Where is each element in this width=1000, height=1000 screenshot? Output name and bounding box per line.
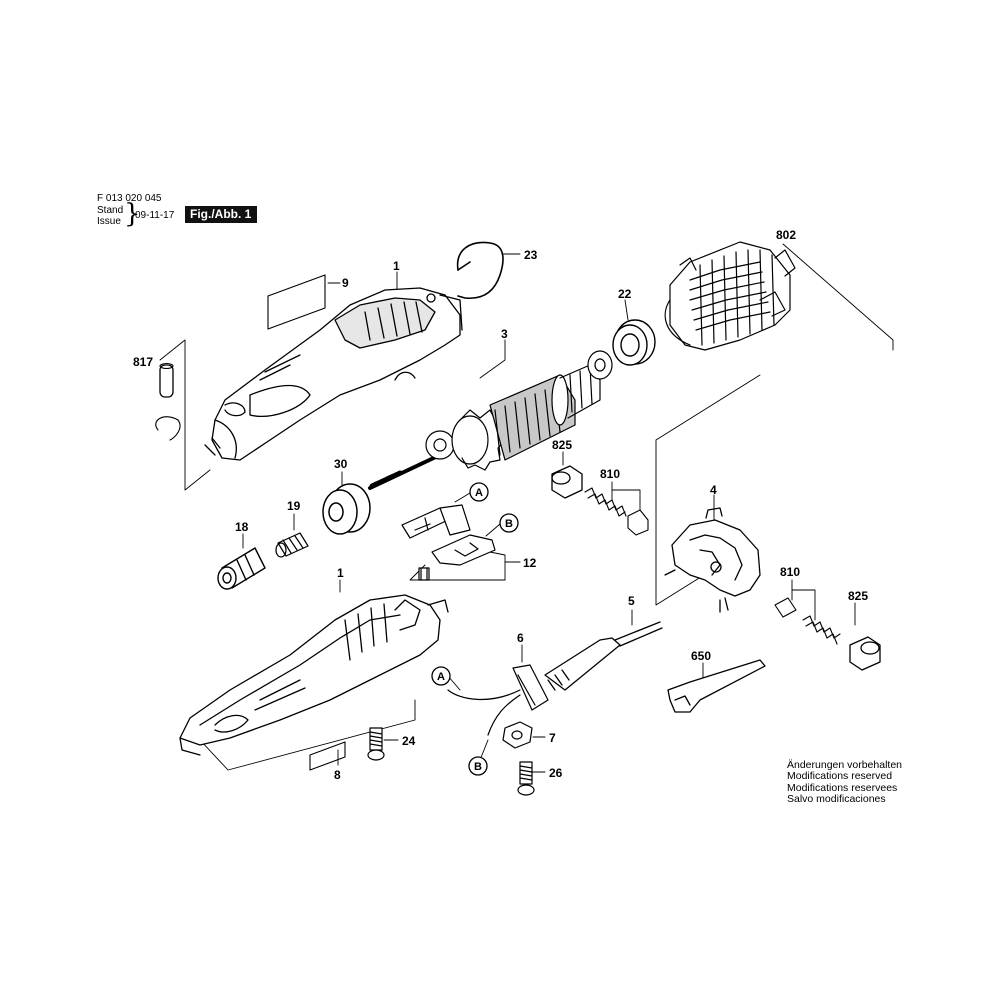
label-23: 23 — [524, 248, 538, 262]
label-8: 8 — [334, 768, 341, 782]
modification-notes: Änderungen vorbehalten Modifications res… — [787, 759, 903, 806]
spring-brush-bottom-part — [774, 597, 841, 645]
nameplate-label-part — [267, 274, 326, 330]
label-4: 4 — [710, 483, 717, 497]
callout-b-bottom-text: B — [474, 761, 482, 773]
lower-housing-part — [179, 594, 449, 756]
label-30: 30 — [334, 457, 348, 471]
brush-cap-top-part — [551, 465, 583, 499]
label-810-bottom: 810 — [780, 565, 800, 579]
power-cord-part — [544, 621, 663, 691]
label-24: 24 — [402, 734, 416, 748]
callout-a-top-text: A — [475, 487, 483, 499]
label-810-top: 810 — [600, 467, 620, 481]
label-802: 802 — [776, 228, 796, 242]
note-spanish: Salvo modificaciones — [787, 793, 886, 806]
label-1-bottom: 1 — [337, 566, 344, 580]
collet-nut-part — [217, 547, 266, 590]
note-english: Modifications reserved — [787, 770, 893, 783]
issue-date: 09-11-17 — [135, 210, 175, 221]
bearing-ring-part — [322, 483, 371, 535]
label-825-top: 825 — [552, 438, 572, 452]
callout-a-bottom: A — [431, 666, 451, 686]
armature-part — [368, 350, 613, 490]
brush-cap-bottom-part — [849, 636, 881, 671]
callout-a-top: A — [469, 482, 489, 502]
label-825-bottom: 825 — [848, 589, 868, 603]
wire-clip-part — [456, 241, 504, 300]
brush-clip-a-part — [401, 504, 471, 539]
screw-26-part — [517, 761, 535, 796]
leader-lines — [159, 243, 894, 773]
label-3: 3 — [501, 327, 508, 341]
label-12: 12 — [523, 556, 537, 570]
callout-b-top-text: B — [505, 518, 513, 530]
label-26: 26 — [549, 766, 563, 780]
upper-housing-part — [204, 287, 463, 461]
part-labels: 1 23 9 817 3 22 802 825 810 4 30 19 18 1… — [133, 228, 868, 782]
brush-holder-part — [664, 507, 761, 613]
lead-wires — [447, 689, 521, 736]
figure-badge: Fig./Abb. 1 — [185, 206, 258, 223]
issue-label: Issue — [97, 216, 121, 227]
field-coil-part — [664, 241, 796, 351]
label-5: 5 — [628, 594, 635, 608]
note-french: Modifications reservees — [787, 781, 898, 794]
label-19: 19 — [287, 499, 301, 513]
pin-and-clip-part — [155, 362, 181, 441]
strain-relief-part — [512, 664, 549, 711]
bearing-part — [612, 319, 656, 366]
callout-b-top: B — [499, 513, 519, 533]
label-18: 18 — [235, 520, 249, 534]
callout-b-bottom: B — [468, 756, 488, 776]
callout-a-bottom-text: A — [437, 671, 445, 683]
document-code: F 013 020 045 — [97, 193, 162, 204]
label-9: 9 — [342, 276, 349, 290]
wrench-part — [667, 659, 766, 713]
note-german: Änderungen vorbehalten — [787, 759, 903, 771]
label-6: 6 — [517, 631, 524, 645]
cord-clamp-part — [502, 721, 533, 749]
brace-glyph: } — [124, 199, 141, 229]
spring-brush-top-part — [584, 487, 649, 536]
stand-label: Stand — [97, 205, 124, 216]
label-1-top: 1 — [393, 259, 400, 273]
contact-plate-b-part — [431, 534, 496, 566]
label-7: 7 — [549, 731, 556, 745]
screw-24-part — [367, 727, 385, 761]
label-22: 22 — [618, 287, 632, 301]
label-8-part — [309, 741, 346, 771]
collet-part — [275, 532, 309, 558]
screw-12-part — [418, 567, 430, 581]
label-650: 650 — [691, 649, 711, 663]
label-817: 817 — [133, 355, 153, 369]
